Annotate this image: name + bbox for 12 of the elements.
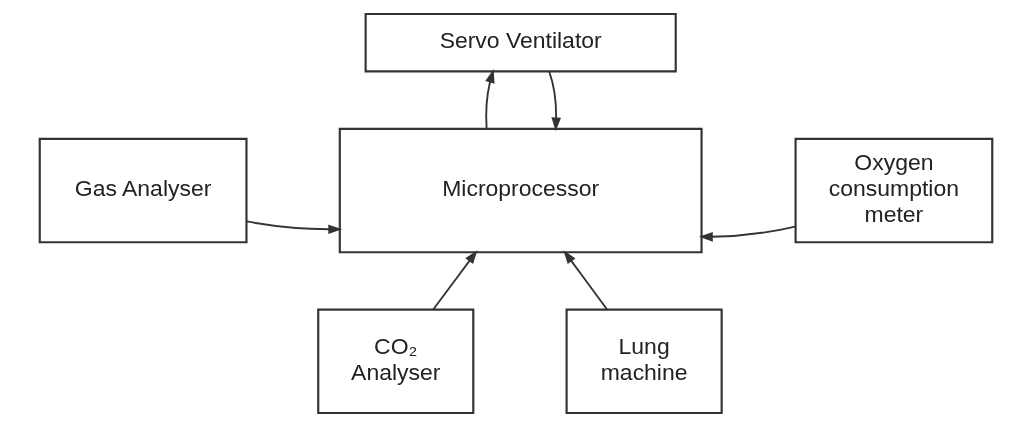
arrow <box>432 250 478 311</box>
arrow <box>563 250 609 311</box>
node-box: Microprocessor <box>338 127 703 254</box>
node-box: Gas Analyser <box>38 137 248 244</box>
node-box: Oxygen consumption meter <box>794 137 994 244</box>
node-box: Lung machine <box>565 308 723 415</box>
node-box: CO₂ Analyser <box>317 308 475 415</box>
arrow <box>485 69 495 130</box>
arrow <box>548 70 562 132</box>
arrow <box>699 225 797 242</box>
arrow <box>245 220 343 235</box>
node-box: Servo Ventilator <box>364 12 677 73</box>
